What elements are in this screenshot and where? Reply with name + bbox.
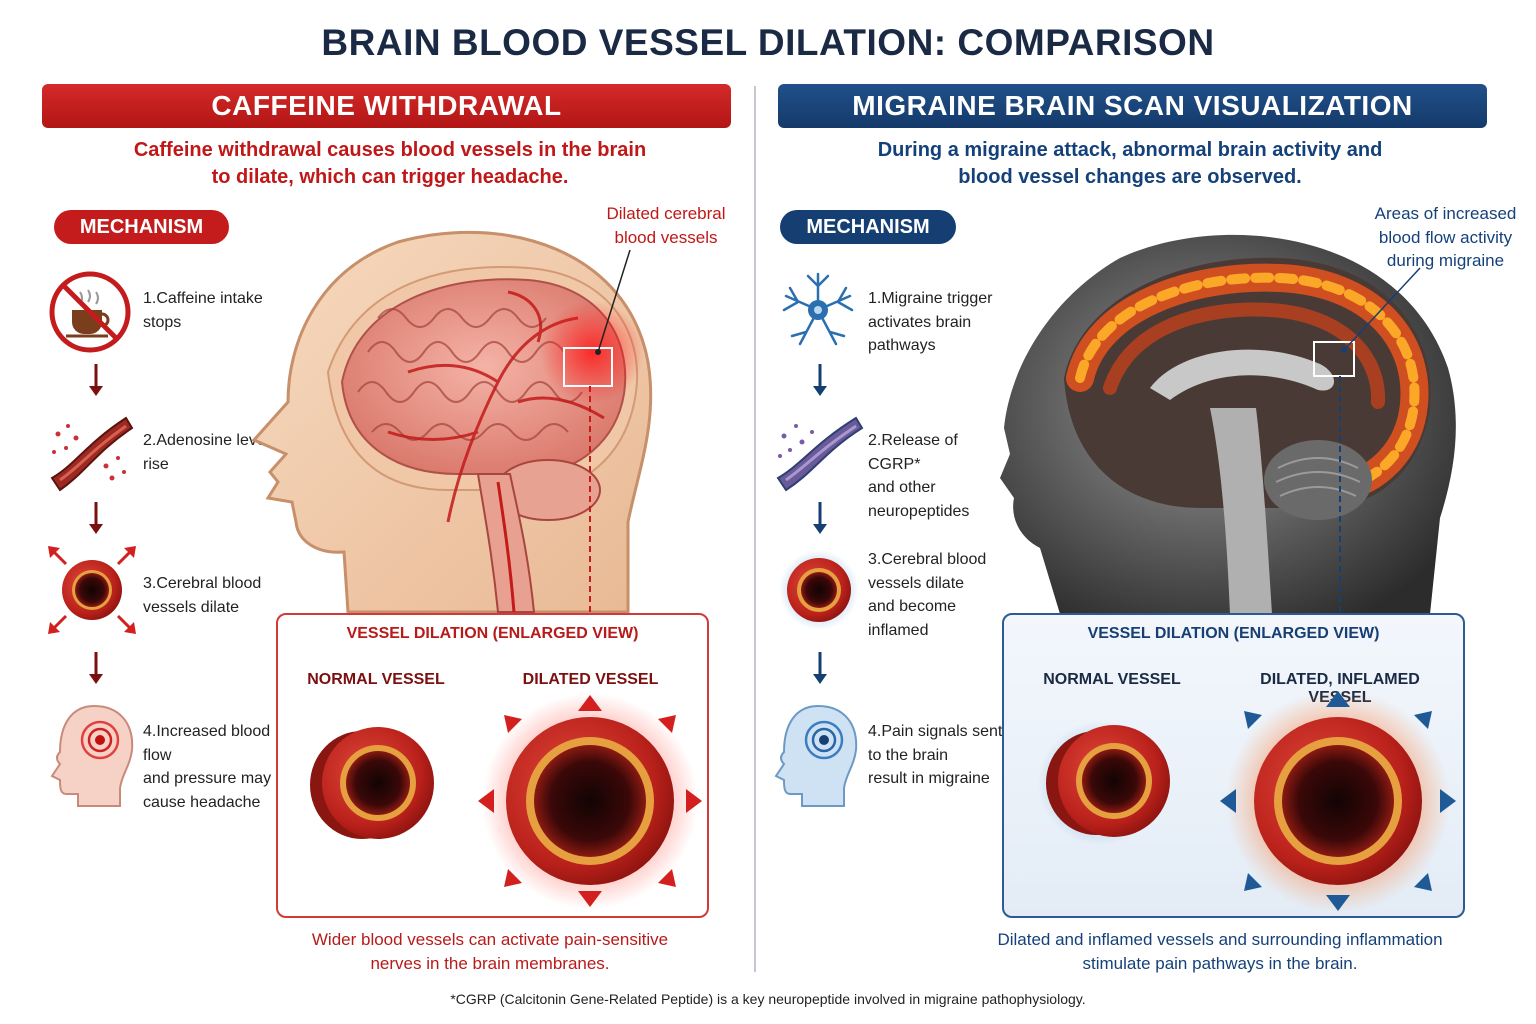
normal-vessel-illustration	[1038, 721, 1170, 845]
caffeine-step-3-line-2: vessels dilate	[143, 598, 240, 616]
neuron-icon	[782, 272, 854, 346]
migraine-intro-line-1: During a migraine attack, abnormal brain…	[877, 139, 1383, 161]
migraine-caption: Dilated and inflamed vessels and surroun…	[985, 928, 1455, 975]
down-arrow-icon	[813, 364, 827, 396]
migraine-step-4-line-2: to the brain	[868, 746, 949, 764]
page-title: BRAIN BLOOD VESSEL DILATION: COMPARISON	[321, 22, 1215, 63]
migraine-step-1: 1.Migraine trigger activates brain pathw…	[868, 287, 1003, 358]
down-arrow-icon	[89, 652, 103, 684]
cgrp-footnote: *CGRP (Calcitonin Gene-Related Peptide) …	[450, 991, 1086, 1007]
head-brain-illustration	[251, 230, 653, 614]
migraine-step-2-line-2: and other	[868, 479, 936, 496]
migraine-step-2-line-1: 2.Release of CGRP*	[868, 432, 958, 473]
caffeine-dilated-vessels-callout: Dilated cerebral blood vessels	[596, 202, 736, 249]
migraine-intro: During a migraine attack, abnormal brain…	[800, 137, 1460, 191]
mri-brain-scan	[1000, 218, 1464, 614]
migraine-intro-line-2: blood vessel changes are observed.	[958, 166, 1302, 188]
headache-head-icon	[50, 704, 134, 807]
migraine-step-3-line-1: 3.Cerebral blood	[868, 551, 987, 568]
down-arrow-icon	[813, 502, 827, 534]
caffeine-normal-vessel-label: NORMAL VESSEL	[307, 671, 445, 688]
adenosine-vessel-icon	[50, 416, 134, 492]
migraine-step-3-line-3: and become	[868, 598, 957, 615]
caffeine-step-1-line-1: 1.Caffeine intake	[143, 290, 263, 307]
normal-vessel-illustration	[310, 727, 434, 839]
migraine-step-1-line-1: 1.Migraine trigger	[868, 290, 993, 307]
no-coffee-icon	[49, 271, 131, 353]
caffeine-step-4: 4.Increased blood flow and pressure may …	[143, 720, 283, 814]
caffeine-step-4-line-1: 4.Increased blood flow	[143, 723, 271, 764]
migraine-step-2-line-3: neuropeptides	[868, 502, 970, 520]
migraine-step-1-line-3: pathways	[868, 337, 936, 354]
migraine-caption-line-1: Dilated and inflamed vessels and surroun…	[997, 930, 1443, 949]
caffeine-caption-line-1: Wider blood vessels can activate pain-se…	[311, 930, 669, 949]
down-arrow-icon	[89, 502, 103, 534]
migraine-scan-banner: MIGRAINE BRAIN SCAN VISUALIZATION	[778, 84, 1487, 128]
migraine-normal-vessel-label: NORMAL VESSEL	[1043, 671, 1181, 688]
caffeine-step-2: 2.Adenosine levels rise	[143, 429, 278, 476]
migraine-callout-line-1: Areas of increased	[1374, 204, 1517, 223]
caffeine-withdrawal-banner: CAFFEINE WITHDRAWAL	[42, 84, 731, 128]
caffeine-intro-line-2: to dilate, which can trigger headache.	[211, 166, 569, 188]
down-arrow-icon	[813, 652, 827, 684]
caffeine-caption: Wider blood vessels can activate pain-se…	[280, 928, 700, 975]
caffeine-dilated-vessel-label: DILATED VESSEL	[522, 671, 659, 688]
caffeine-step-2-line-2: rise	[143, 455, 169, 473]
migraine-head-icon	[774, 704, 858, 807]
migraine-caption-line-2: stimulate pain pathways in the brain.	[1082, 953, 1358, 973]
migraine-step-4-line-3: result in migraine	[868, 770, 990, 787]
migraine-mechanism-label: MECHANISM	[780, 210, 956, 244]
caffeine-step-3-line-1: 3.Cerebral blood	[143, 575, 262, 592]
caffeine-mechanism-label: MECHANISM	[54, 210, 229, 244]
caffeine-step-2-line-1: 2.Adenosine levels	[143, 432, 278, 449]
down-arrow-icon	[89, 364, 103, 396]
migraine-enlarged-title: VESSEL DILATION (ENLARGED VIEW)	[1087, 625, 1380, 642]
caffeine-step-1: 1.Caffeine intake stops	[143, 287, 278, 334]
caffeine-intro-line-1: Caffeine withdrawal causes blood vessels…	[133, 139, 647, 161]
caffeine-enlarged-title: VESSEL DILATION (ENLARGED VIEW)	[346, 625, 639, 642]
caffeine-callout-line-1: Dilated cerebral	[606, 204, 726, 223]
migraine-step-3: 3.Cerebral blood vessels dilate and beco…	[868, 548, 1003, 642]
neuropeptide-vessel-icon	[776, 416, 864, 492]
migraine-step-3-line-2: vessels dilate	[868, 574, 965, 592]
migraine-step-4-line-1: 4.Pain signals sent	[868, 723, 1003, 740]
caffeine-step-1-line-2: stops	[143, 313, 182, 331]
caffeine-step-4-line-3: cause headache	[143, 793, 261, 811]
caffeine-caption-line-2: nerves in the brain membranes.	[370, 953, 610, 973]
migraine-step-4: 4.Pain signals sent to the brain result …	[868, 720, 1008, 791]
caffeine-step-4-line-2: and pressure may	[143, 770, 272, 787]
migraine-enlarged-view: VESSEL DILATION (ENLARGED VIEW) NORMAL V…	[1002, 613, 1465, 918]
dilating-vessel-icon	[48, 546, 136, 634]
caffeine-callout-line-2: blood vessels	[614, 227, 718, 247]
caffeine-intro: Caffeine withdrawal causes blood vessels…	[60, 137, 720, 191]
caffeine-step-3: 3.Cerebral blood vessels dilate	[143, 572, 278, 619]
dilated-vessel-illustration	[478, 693, 702, 909]
migraine-step-3-line-4: inflamed	[868, 621, 929, 639]
migraine-callout-line-2: blood flow activity	[1378, 227, 1513, 247]
center-divider	[754, 86, 756, 972]
caffeine-enlarged-view: VESSEL DILATION (ENLARGED VIEW) NORMAL V…	[276, 613, 709, 918]
inflamed-vessel-icon	[779, 550, 859, 630]
migraine-step-1-line-2: activates brain	[868, 313, 972, 331]
migraine-increased-flow-callout: Areas of increased blood flow activity d…	[1368, 202, 1523, 273]
dilated-inflamed-vessel-illustration	[1220, 689, 1456, 913]
migraine-callout-line-3: during migraine	[1386, 251, 1505, 270]
migraine-step-2: 2.Release of CGRP* and other neuropeptid…	[868, 429, 1003, 523]
